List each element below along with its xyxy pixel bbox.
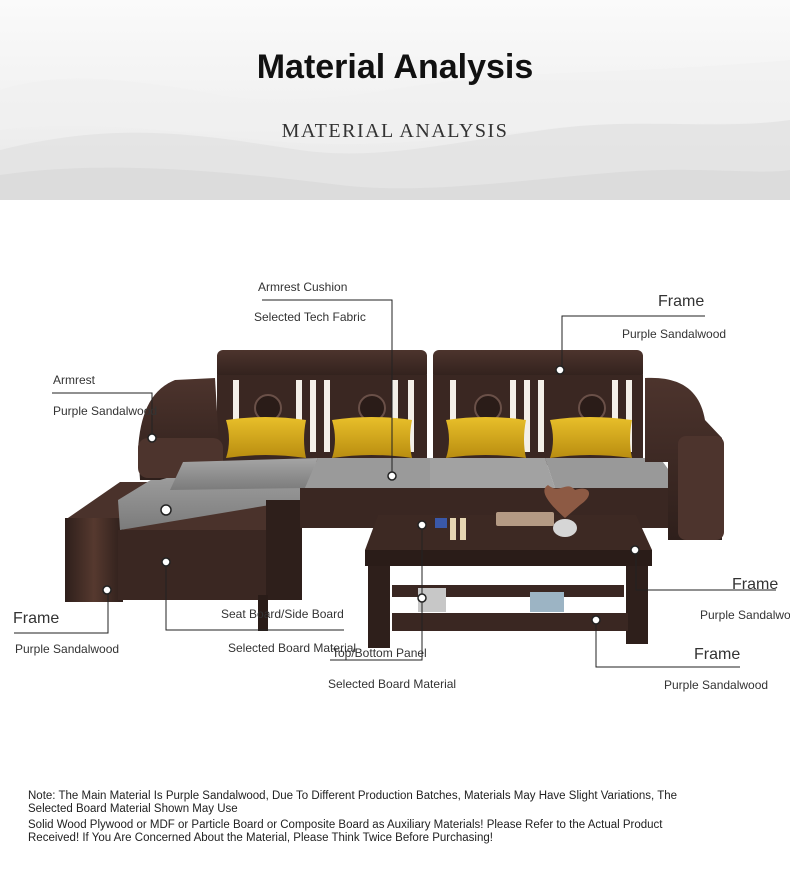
callout-frame-bottom-right-material: Purple Sandalwood: [664, 678, 769, 692]
sofa-diagram: Armrest Cushion Selected Tech Fabric Fra…: [0, 200, 790, 770]
callout-frame-left-title: Frame: [13, 610, 60, 627]
callout-dots: [102, 365, 640, 625]
note-line-2: Selected Board Material Shown May Use: [28, 803, 238, 815]
callout-top-bottom-panel-material: Selected Board Material: [328, 677, 457, 691]
coffee-table: [365, 485, 652, 648]
callout-armrest-cushion-title: Armrest Cushion: [258, 280, 348, 294]
callout-top-bottom-panel-title: Top/Bottom Panel: [332, 646, 427, 660]
sofa-pillows: [226, 417, 632, 458]
callout-frame-top-right-title: Frame: [658, 293, 705, 310]
page-subtitle: MATERIAL ANALYSIS: [281, 120, 509, 142]
callout-frame-right-title: Frame: [732, 576, 779, 593]
sofa-illustration: [14, 299, 776, 668]
sofa-right-armrest: [645, 377, 724, 540]
callout-frame-left-material: Purple Sandalwood: [15, 642, 120, 656]
callout-frame-top-right-material: Purple Sandalwood: [622, 327, 727, 341]
callout-armrest-title: Armrest: [53, 373, 95, 387]
mountain-background: [0, 60, 790, 200]
callout-armrest-cushion-material: Selected Tech Fabric: [254, 310, 366, 324]
page-title: Material Analysis: [256, 48, 534, 86]
callout-frame-bottom-right-title: Frame: [694, 646, 741, 663]
note-line-3: Solid Wood Plywood or MDF or Particle Bo…: [28, 819, 663, 831]
callout-frame-right-material: Purple Sandalwood: [700, 608, 790, 622]
callout-seat-board-material: Selected Board Material: [228, 641, 357, 655]
note-line-1: Note: The Main Material Is Purple Sandal…: [28, 790, 678, 802]
callout-armrest-material: Purple Sandalwood: [53, 404, 158, 418]
callout-lines: [14, 299, 776, 668]
note-line-4: Received! If You Are Concerned About the…: [28, 832, 493, 844]
callout-seat-board-title: Seat Board/Side Board: [221, 607, 344, 621]
header-banner: Material Analysis MATERIAL ANALYSIS: [0, 0, 790, 200]
